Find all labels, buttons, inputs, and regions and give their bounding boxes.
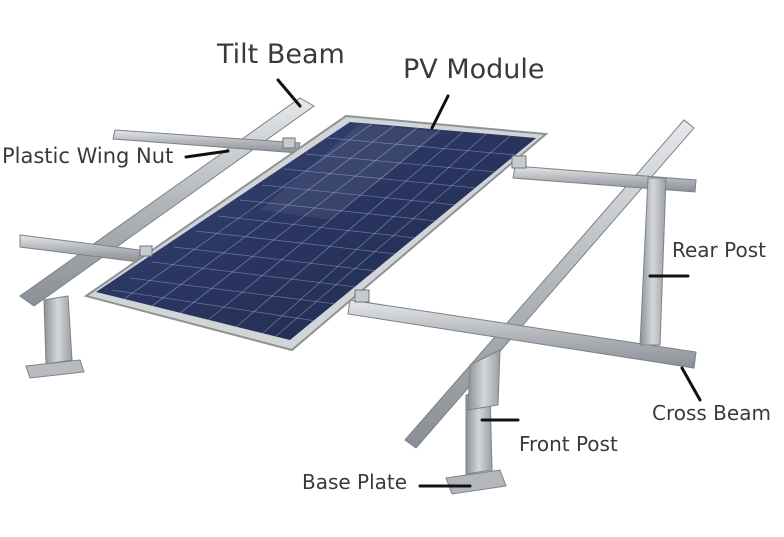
left-post [25,295,85,379]
base-plate [445,469,507,495]
leader-pv-module [430,94,450,130]
leader-cross-beam [680,366,702,402]
cross-beam-front [19,234,697,369]
rear-post [639,177,667,346]
label-base-plate: Base Plate [302,470,408,494]
pv-module [83,114,549,352]
label-rear-post: Rear Post [672,238,766,262]
module-clamps [139,137,527,303]
label-plastic-wing-nut: Plastic Wing Nut [2,144,174,168]
front-post [465,349,501,475]
leader-tilt-beam [276,78,302,108]
label-tilt-beam: Tilt Beam [217,39,345,70]
label-pv-module: PV Module [403,54,545,85]
label-cross-beam: Cross Beam [652,401,771,425]
leader-lines [184,78,702,488]
label-front-post: Front Post [519,432,618,456]
leader-plastic-wing-nut [184,149,230,159]
